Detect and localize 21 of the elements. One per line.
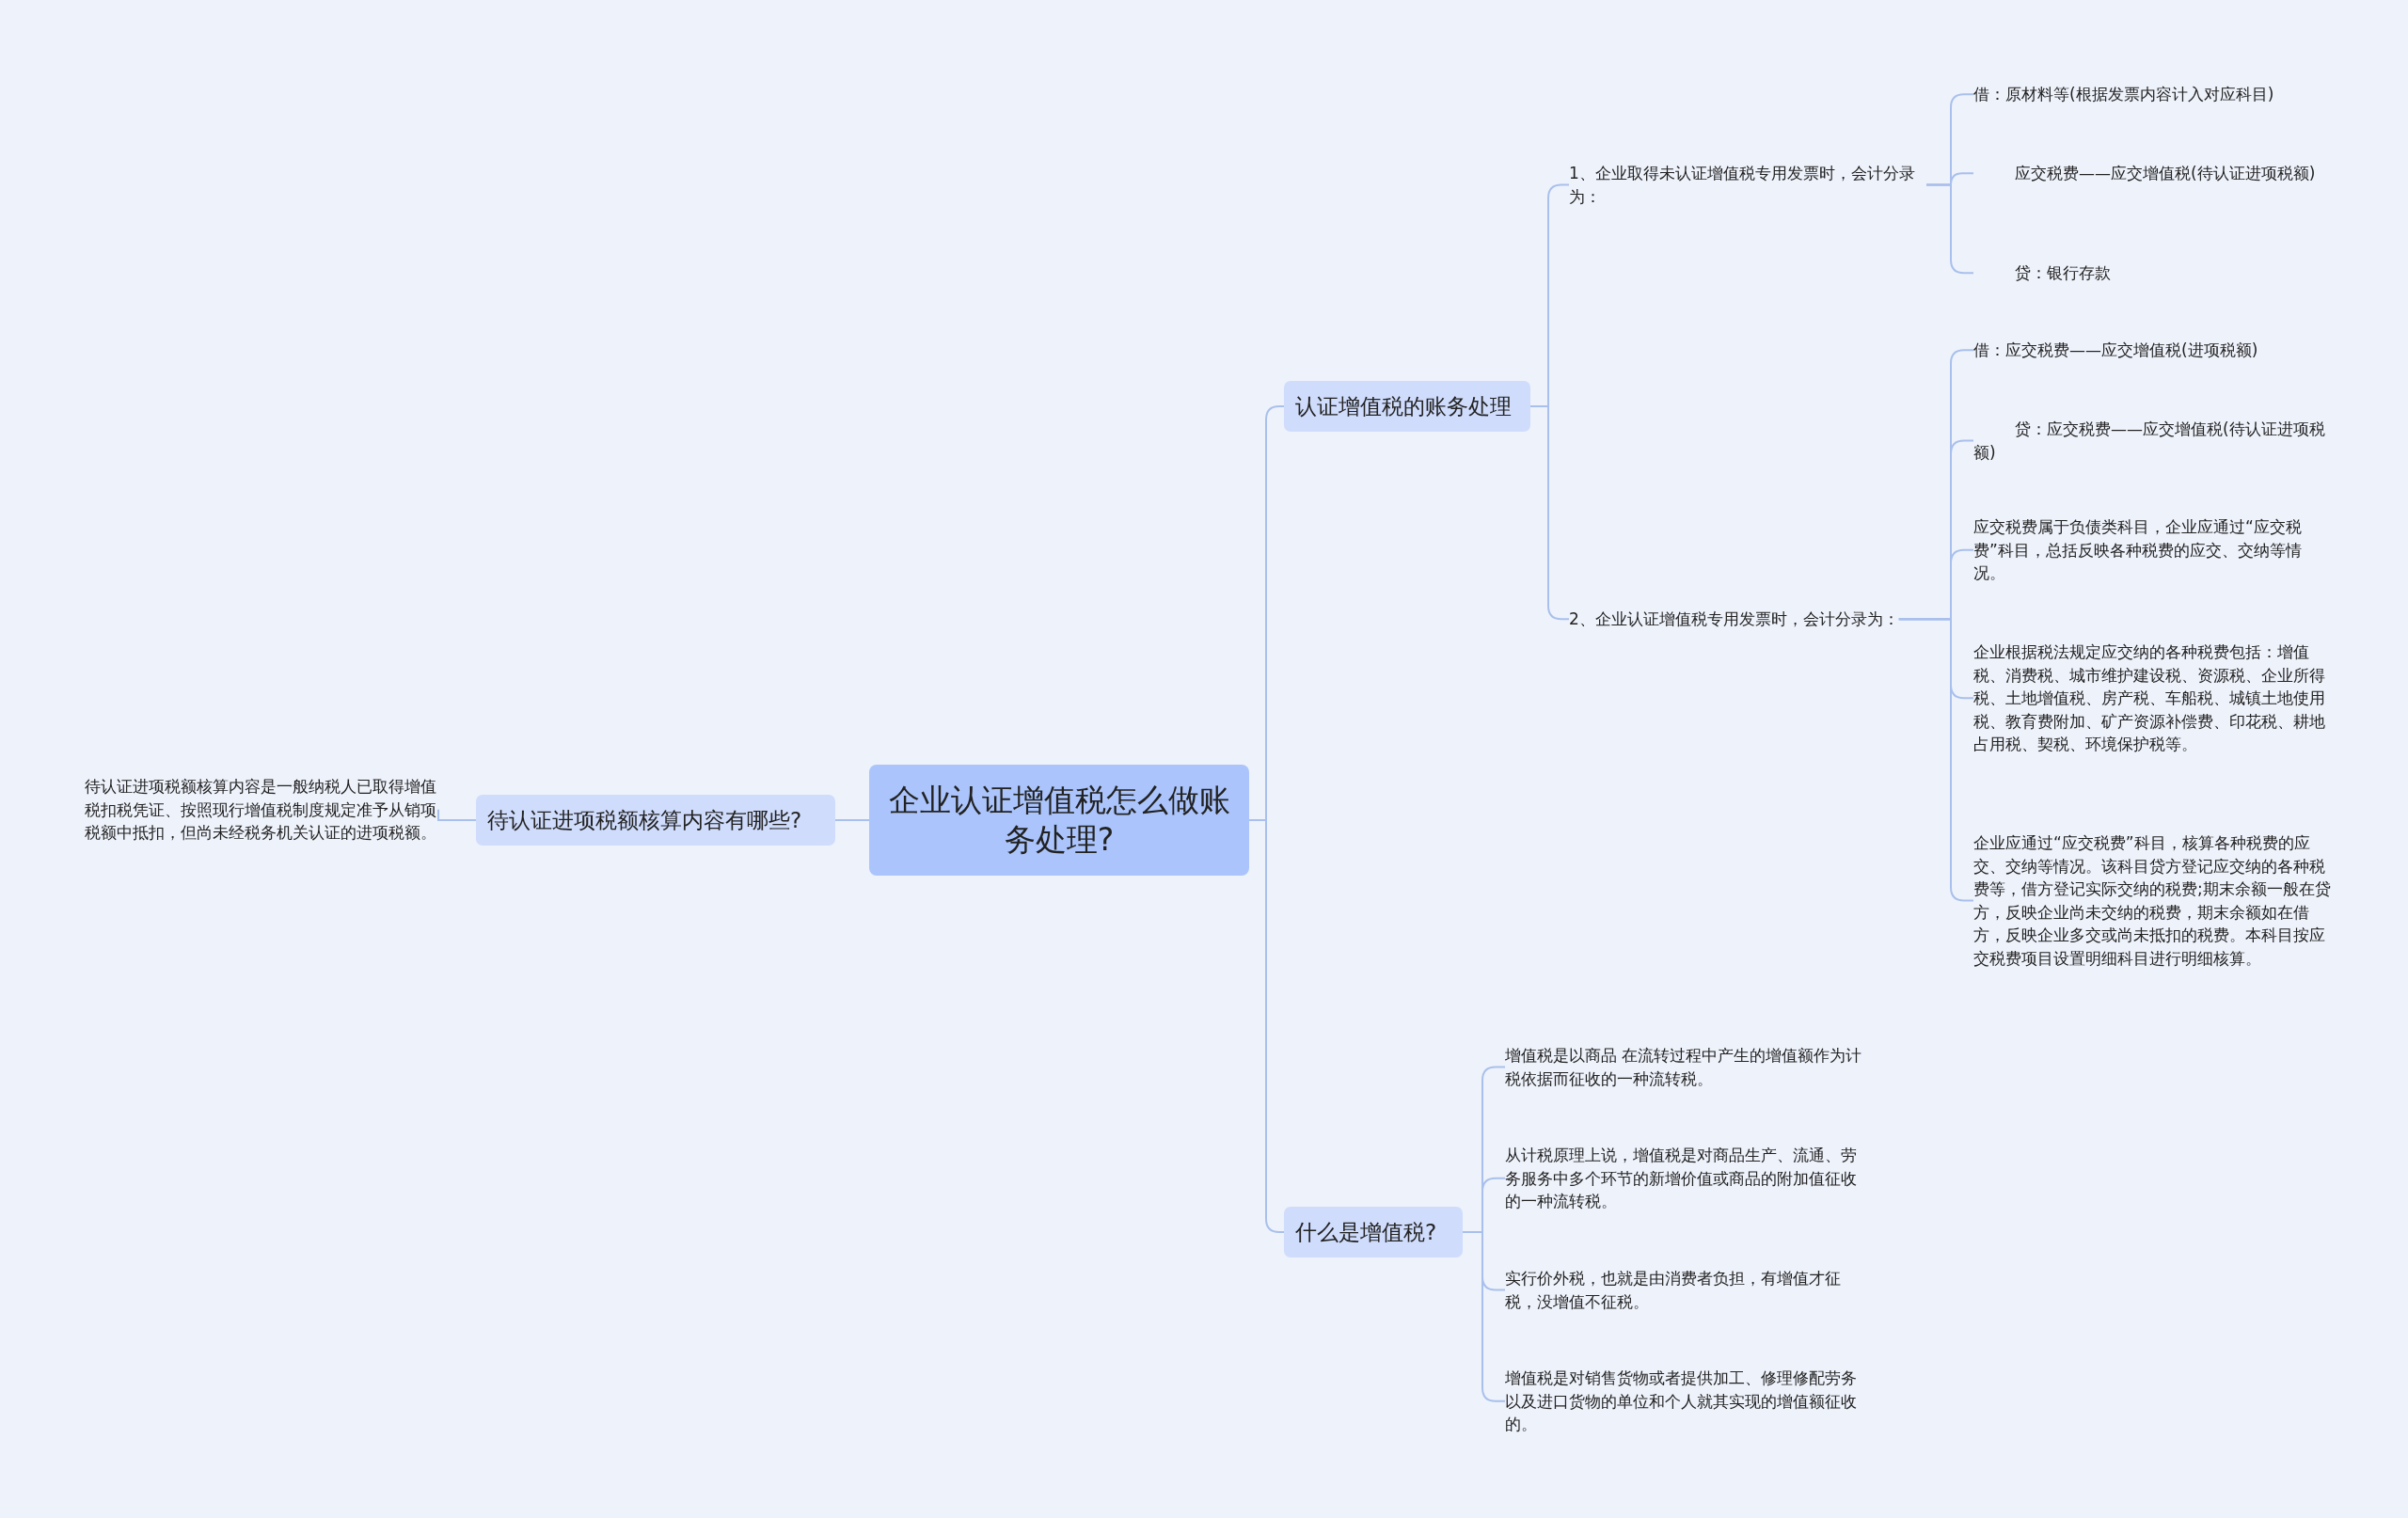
topic-box: 待认证进项税额核算内容有哪些? bbox=[476, 795, 835, 846]
connector-line bbox=[834, 819, 870, 821]
note-text: 贷：银行存款 bbox=[1973, 261, 2111, 285]
central-topic-box: 企业认证增值税怎么做账务处理? bbox=[869, 765, 1249, 876]
note-text: 待认证进项税额核算内容是一般纳税人已取得增值税扣税凭证、按照现行增值税制度规定准予从销项税额中抵扣，但尚未经税务机关认证的进项税额。 bbox=[85, 775, 438, 845]
note-text: 从计税原理上说，增值税是对商品生产、流通、劳务服务中多个环节的新增价值或商品的附加值征收的一种流转税。 bbox=[1505, 1144, 1862, 1213]
topic-box: 什么是增值税? bbox=[1284, 1207, 1463, 1257]
note-text: 贷：应交税费——应交增值税(待认证进项税额) bbox=[1973, 418, 2331, 464]
note-text: 借：原材料等(根据发票内容计入对应科目) bbox=[1973, 83, 2274, 106]
note-text: 企业应通过“应交税费”科目，核算各种税费的应交、交纳等情况。该科目贷方登记应交纳的各种税费等，借方登记实际交纳的税费;期末余额一般在贷方，反映企业尚未交纳的税费，期末余额如在借方，反映企业多交或尚未抵扣的税费。本科目按应交税费项目设置明细科目进行明细核算。 bbox=[1973, 831, 2331, 970]
note-text: 应交税费——应交增值税(待认证进项税额) bbox=[1973, 162, 2316, 185]
note-text: 增值税是对销售货物或者提供加工、修理修配劳务以及进口货物的单位和个人就其实现的增值额征收的。 bbox=[1505, 1367, 1862, 1436]
note-text: 2、企业认证增值税专用发票时，会计分录为： bbox=[1569, 608, 1899, 631]
note-text: 实行价外税，也就是由消费者负担，有增值才征税，没增值不征税。 bbox=[1505, 1267, 1862, 1313]
note-text: 增值税是以商品 在流转过程中产生的增值额作为计税依据而征收的一种流转税。 bbox=[1505, 1044, 1862, 1090]
connector-line bbox=[437, 808, 477, 821]
note-text: 1、企业取得未认证增值税专用发票时，会计分录为： bbox=[1569, 162, 1926, 208]
note-text: 企业根据税法规定应交纳的各种税费包括：增值税、消费税、城市维护建设税、资源税、企业所得税、土地增值税、房产税、车船税、城镇土地使用税、教育费附加、矿产资源补偿费、印花税、耕地占用税、契税、环境保护税等。 bbox=[1973, 640, 2331, 756]
note-text: 应交税费属于负债类科目，企业应通过“应交税费”科目，总括反映各种税费的应交、交纳等情况。 bbox=[1973, 515, 2331, 585]
note-text: 借：应交税费——应交增值税(进项税额) bbox=[1973, 339, 2258, 362]
topic-box: 认证增值税的账务处理 bbox=[1284, 381, 1530, 432]
